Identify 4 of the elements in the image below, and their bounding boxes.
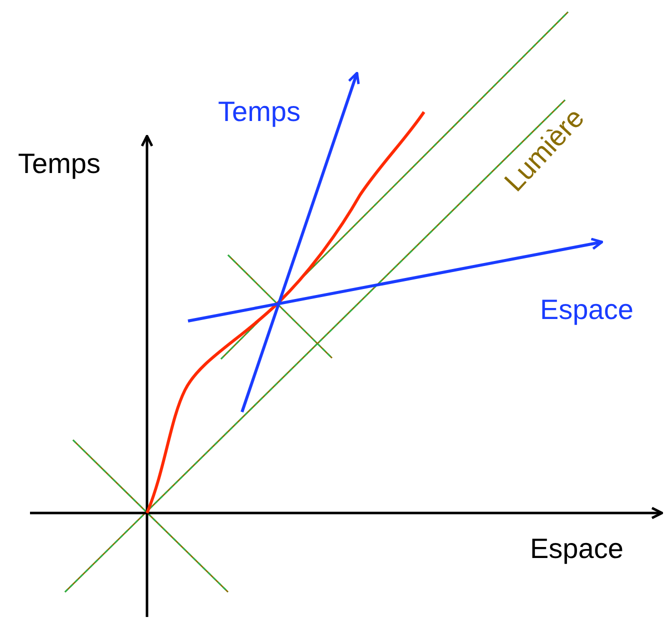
axis-label: Temps [18,150,100,178]
axis-label: Espace [530,535,624,563]
axis-label: Espace [540,296,634,324]
axis-label: Temps [218,98,300,126]
